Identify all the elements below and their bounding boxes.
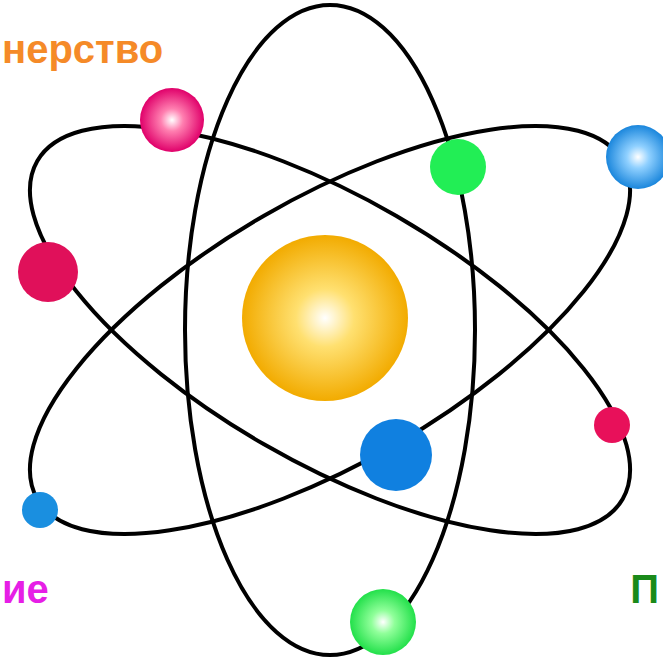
electron [18, 242, 78, 302]
electron [594, 407, 630, 443]
electron [430, 139, 486, 195]
orbits [0, 5, 663, 655]
orbit-tilted [0, 47, 663, 614]
label-text: П [630, 566, 659, 612]
orbit-vertical [185, 5, 475, 655]
electron [360, 419, 432, 491]
electron [606, 125, 663, 189]
electrons [18, 88, 663, 655]
label-text: ие [2, 566, 49, 612]
nucleus [242, 235, 408, 401]
electron [140, 88, 204, 152]
electron [22, 492, 58, 528]
orbit-tilted [0, 47, 663, 614]
label-text: нерство [2, 26, 163, 72]
electron [350, 589, 416, 655]
